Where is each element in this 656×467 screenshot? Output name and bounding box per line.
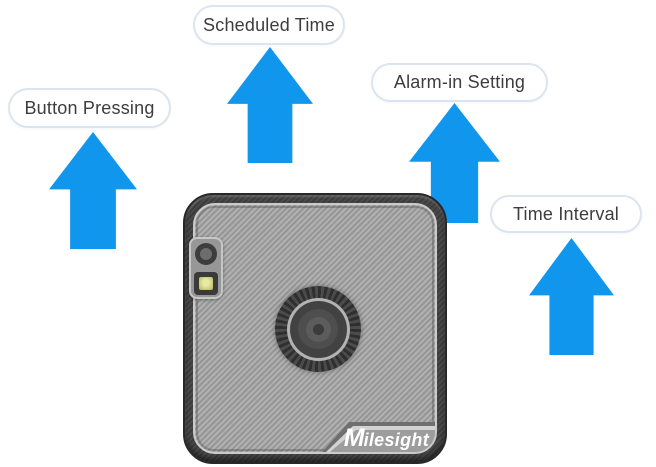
lens-aperture-dot [312,323,324,335]
lens-mid [298,309,338,349]
brand-logo-rest: ilesight [363,430,429,450]
callout-time-interval: Time Interval [490,195,642,233]
up-arrow-icon-button-pressing [49,132,137,249]
camera-device: Milesight [183,193,447,464]
status-led-block [194,272,218,295]
up-arrow-icon-scheduled-time [227,47,313,163]
up-arrow-icon-time-interval [529,238,614,355]
ir-sensor-icon [195,243,217,265]
camera-lens [275,286,361,372]
callout-alarm-in-setting-label: Alarm-in Setting [393,72,526,92]
swoosh-band [330,430,435,452]
lens-outer [289,300,347,358]
lens-ring [286,297,350,361]
ir-led-module [189,237,223,299]
brand-logo-m: M [343,424,365,452]
brand-logo: Milesight [344,426,429,451]
callout-button-pressing-label: Button Pressing [24,97,155,118]
callout-scheduled-time: Scheduled Time [193,5,345,45]
callout-scheduled-time-label: Scheduled Time [203,14,335,35]
callout-time-interval-label: Time Interval [513,203,619,224]
lens-inner [305,316,331,342]
callout-alarm-in-setting: Alarm-in Setting [371,63,548,102]
ir-sensor-inner [200,248,212,260]
status-led-light [199,277,213,290]
callout-button-pressing: Button Pressing [8,88,171,128]
